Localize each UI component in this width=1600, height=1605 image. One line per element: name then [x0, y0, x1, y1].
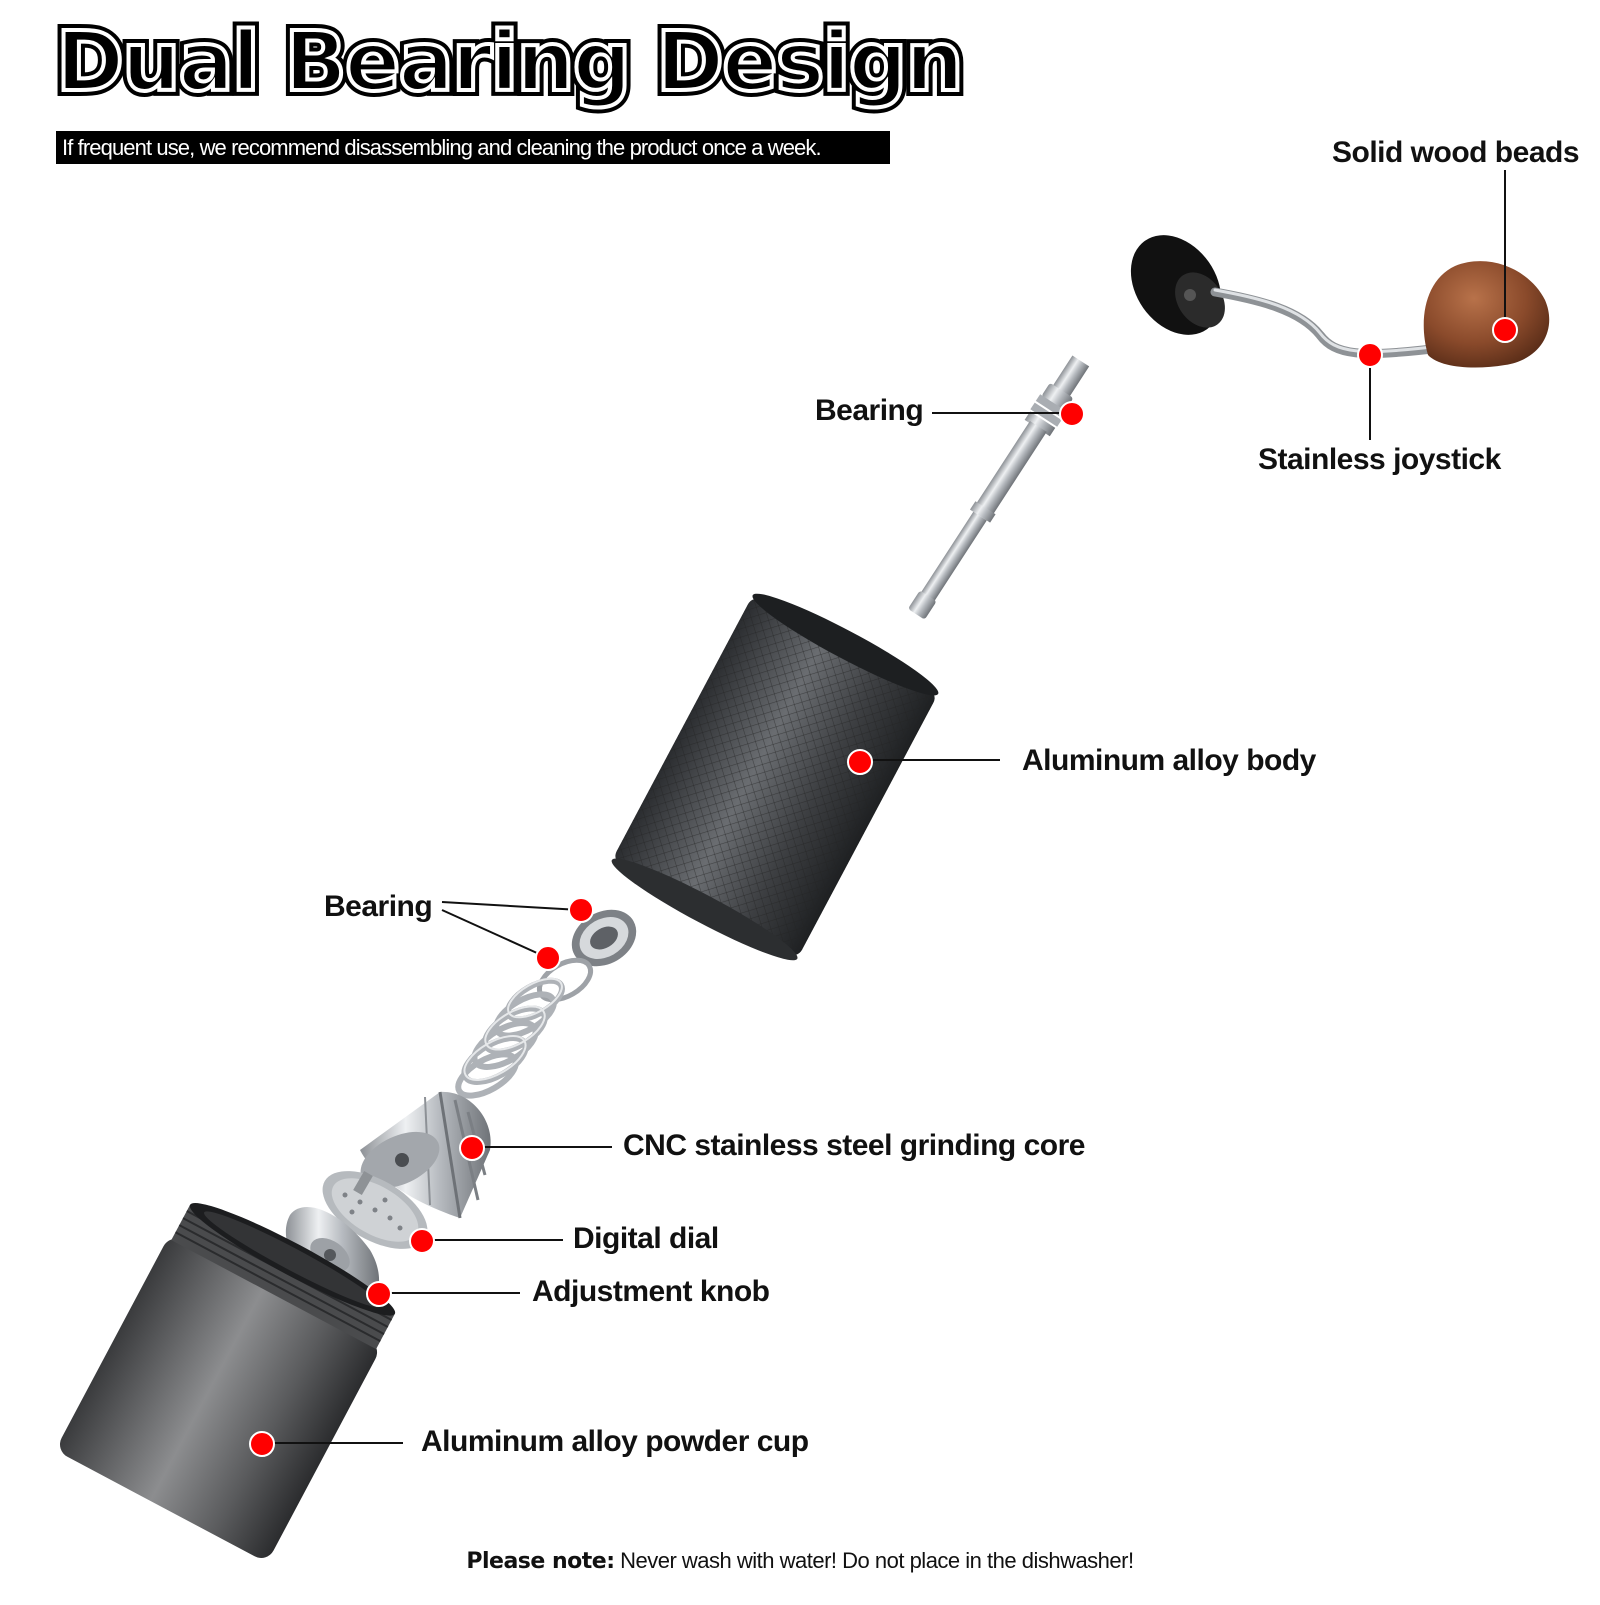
wood-bead	[1423, 261, 1550, 368]
aluminum-body	[611, 593, 939, 961]
label-digital-dial: Digital dial	[573, 1222, 719, 1255]
marker-joystick	[1357, 342, 1383, 368]
crank-arm	[1210, 287, 1445, 359]
drive-shaft	[909, 355, 1090, 619]
label-solid-wood-beads: Solid wood beads	[1332, 136, 1580, 169]
marker-bearing-top	[1059, 401, 1085, 427]
page-title-outline: Dual Bearing Design	[50, 15, 970, 110]
grinding-core	[360, 1091, 491, 1219]
label-stainless-joystick: Stainless joystick	[1258, 443, 1501, 476]
marker-body	[847, 749, 873, 775]
marker-digital-dial	[409, 1228, 435, 1254]
label-bearing-top: Bearing	[815, 394, 924, 427]
footer-note: Please note: Never wash with water! Do n…	[0, 1548, 1600, 1574]
powder-cup	[59, 1203, 396, 1558]
lower-bearing	[571, 909, 637, 967]
note-text: Never wash with water! Do not place in t…	[614, 1548, 1134, 1573]
marker-bearing-1	[568, 897, 594, 923]
note-label: Please note:	[466, 1549, 615, 1574]
digital-dial	[322, 1170, 428, 1249]
callout-markers	[249, 317, 1518, 1457]
marker-adjust-knob	[366, 1281, 392, 1307]
handle-nut	[1130, 235, 1225, 335]
marker-wood-beads	[1492, 317, 1518, 343]
page-title: Dual Bearing Design	[54, 15, 966, 110]
marker-grinding-core	[459, 1135, 485, 1161]
leader-lines	[262, 170, 1506, 1444]
marker-bearing-2	[535, 945, 561, 971]
marker-powder-cup	[249, 1431, 275, 1457]
label-adjustment-knob: Adjustment knob	[532, 1275, 770, 1308]
label-powder-cup: Aluminum alloy powder cup	[421, 1425, 809, 1458]
subtitle-banner: If frequent use, we recommend disassembl…	[56, 131, 890, 164]
label-aluminum-body: Aluminum alloy body	[1022, 744, 1316, 777]
spring	[455, 977, 565, 1099]
label-bearing-lower: Bearing	[324, 890, 433, 923]
label-grinding-core: CNC stainless steel grinding core	[623, 1129, 1085, 1162]
